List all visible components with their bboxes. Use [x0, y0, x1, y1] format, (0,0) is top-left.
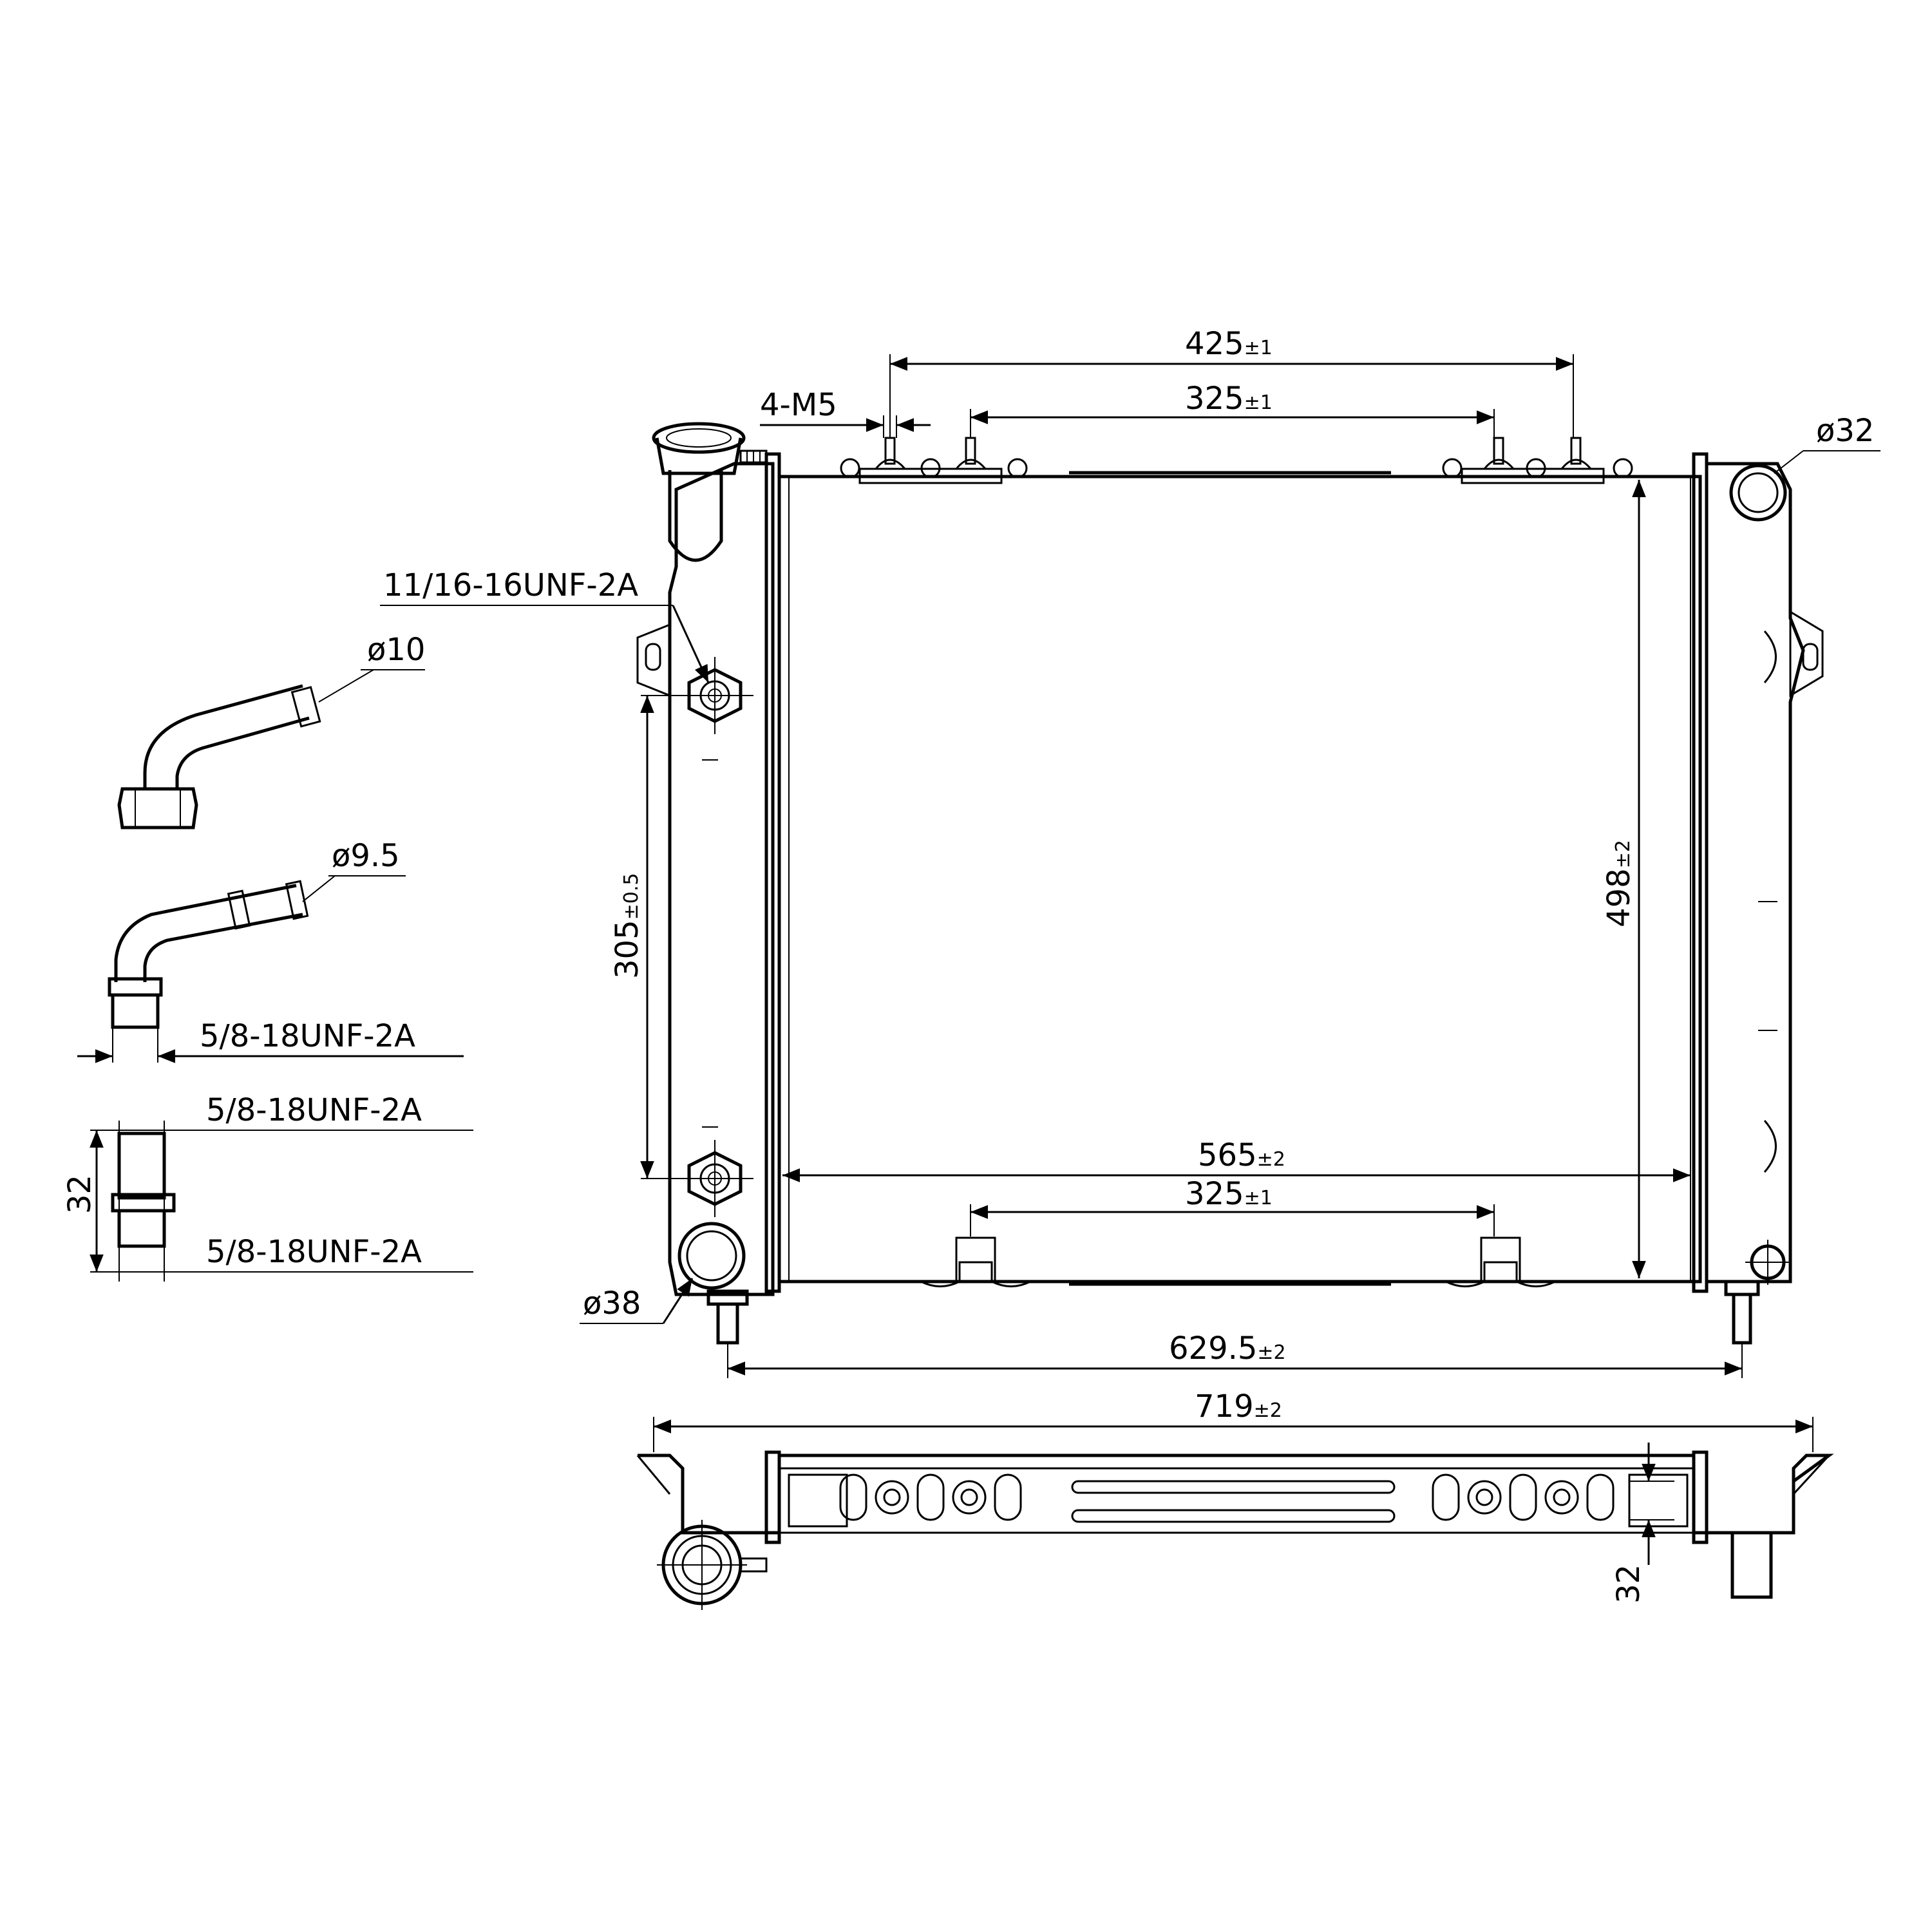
svg-text:32: 32 — [1611, 1564, 1647, 1604]
svg-text:4-M5: 4-M5 — [760, 387, 837, 423]
dim-outlet: ø32 — [1774, 413, 1880, 474]
svg-text:325±1: 325±1 — [1185, 381, 1273, 417]
dim-305: 305±0.5 — [609, 695, 696, 1179]
dim-inlet: ø38 — [580, 1278, 694, 1324]
svg-text:425±1: 425±1 — [1185, 326, 1273, 362]
right-pin — [1724, 1280, 1760, 1296]
dim-6295: 629.5±2 — [727, 1331, 1743, 1378]
dim-565: 565±2 — [782, 1137, 1690, 1182]
dim-4m5: 4-M5 — [760, 387, 931, 438]
inlet-pipe — [677, 1222, 746, 1290]
svg-text:ø38: ø38 — [583, 1285, 641, 1321]
tube-95-detail: ø9.5 5/8-18UNF-2A — [77, 838, 464, 1063]
tube-10-detail: ø10 — [117, 632, 425, 829]
plan-bolts-left — [839, 1473, 1022, 1521]
bottom-mount-right — [1445, 1236, 1556, 1287]
dim-325-top: 325±1 — [970, 381, 1495, 438]
svg-text:5/8-18UNF-2A: 5/8-18UNF-2A — [200, 1018, 415, 1054]
dim-fitting-thread: 11/16-16UNF-2A — [380, 567, 710, 683]
dim-498: 498±2 — [1601, 480, 1646, 1278]
svg-text:5/8-18UNF-2A: 5/8-18UNF-2A — [206, 1092, 422, 1128]
svg-text:325±1: 325±1 — [1185, 1176, 1273, 1212]
plan-filler-cap — [657, 1520, 768, 1610]
svg-text:719±2: 719±2 — [1195, 1388, 1282, 1425]
svg-text:ø10: ø10 — [367, 632, 425, 668]
top-mount-right — [1442, 437, 1633, 484]
plan-view — [636, 1450, 1834, 1610]
bottom-mount-left — [920, 1236, 1031, 1287]
dim-325-bottom: 325±1 — [970, 1176, 1495, 1236]
svg-text:629.5±2: 629.5±2 — [1169, 1331, 1286, 1367]
dim-32-plan: 32 — [1611, 1443, 1674, 1604]
outlet-pipe — [1729, 464, 1787, 522]
svg-text:498±2: 498±2 — [1601, 840, 1637, 927]
filler-neck — [652, 422, 768, 562]
svg-text:ø32: ø32 — [1816, 413, 1874, 449]
svg-text:11/16-16UNF-2A: 11/16-16UNF-2A — [383, 567, 638, 603]
union-detail: 32 5/8-18UNF-2A 5/8-18UNF-2A — [62, 1092, 473, 1282]
svg-text:ø9.5: ø9.5 — [332, 838, 400, 874]
svg-text:305±0.5: 305±0.5 — [609, 873, 645, 979]
svg-text:565±2: 565±2 — [1198, 1137, 1285, 1173]
plan-bolts-right — [1432, 1473, 1615, 1521]
dim-719: 719±2 — [653, 1388, 1814, 1452]
dim-425: 425±1 — [889, 326, 1574, 438]
plan-outlet — [1730, 1531, 1773, 1599]
left-tank — [668, 452, 781, 1296]
lower-fitting — [676, 1140, 753, 1217]
svg-text:32: 32 — [62, 1175, 98, 1214]
right-tank — [1692, 452, 1805, 1293]
svg-text:5/8-18UNF-2A: 5/8-18UNF-2A — [206, 1234, 422, 1270]
